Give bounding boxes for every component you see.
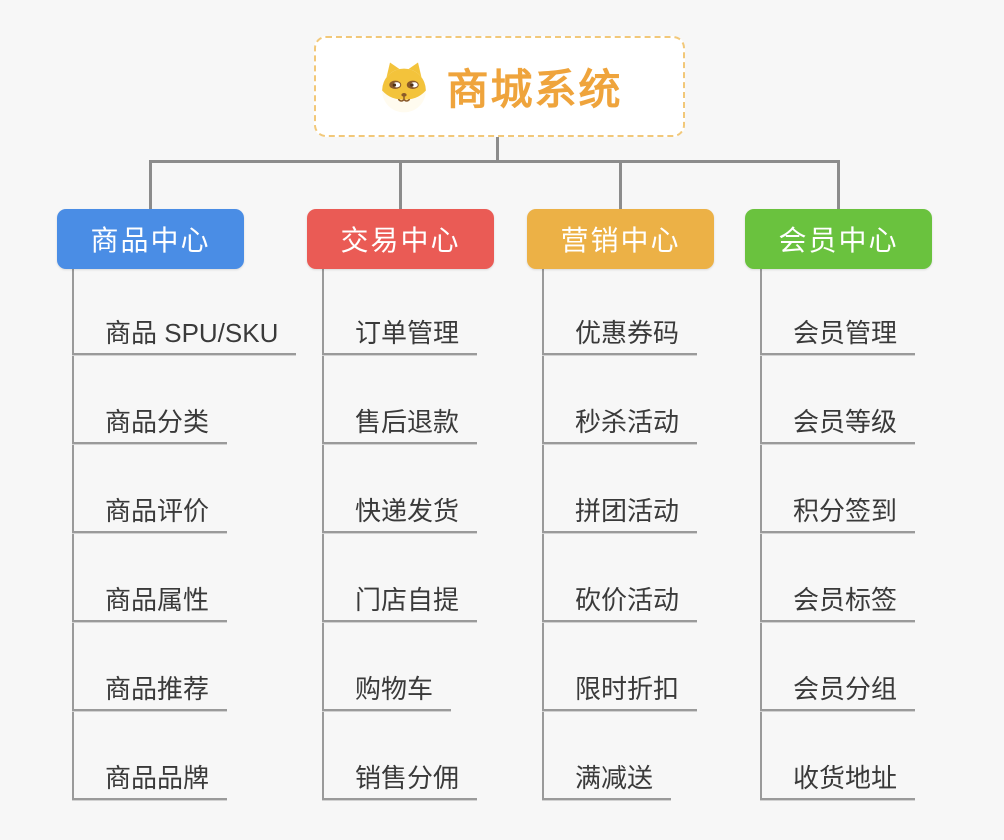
topic-item[interactable]: 商品推荐 <box>72 669 228 711</box>
branch-header-members[interactable]: 会员中心 <box>745 209 932 269</box>
topic-item[interactable]: 商品评价 <box>72 491 228 533</box>
branch-label: 商品中心 <box>90 225 211 256</box>
topic-item[interactable]: 订单管理 <box>322 313 478 355</box>
branch-spine <box>72 269 74 800</box>
topic-item[interactable]: 优惠券码 <box>542 313 698 355</box>
topic-item[interactable]: 销售分佣 <box>322 758 478 800</box>
connector-branch-drop <box>837 160 840 209</box>
branch-label: 会员中心 <box>778 225 899 256</box>
topic-item[interactable]: 售后退款 <box>322 402 478 444</box>
topic-item[interactable]: 砍价活动 <box>542 580 698 622</box>
branch-spine <box>760 269 762 800</box>
topic-item[interactable]: 拼团活动 <box>542 491 698 533</box>
topic-item[interactable]: 商品分类 <box>72 402 228 444</box>
topic-item[interactable]: 满减送 <box>542 758 672 800</box>
root-node[interactable]: 商城系统 <box>314 36 685 137</box>
branch-label: 交易中心 <box>340 225 461 256</box>
topic-item[interactable]: 快递发货 <box>322 491 478 533</box>
topic-item[interactable]: 会员标签 <box>760 580 916 622</box>
topic-item[interactable]: 秒杀活动 <box>542 402 698 444</box>
connector-root-drop <box>496 135 499 161</box>
topic-item[interactable]: 会员等级 <box>760 402 916 444</box>
branch-header-products[interactable]: 商品中心 <box>57 209 244 269</box>
branch-header-marketing[interactable]: 营销中心 <box>527 209 714 269</box>
topic-item[interactable]: 限时折扣 <box>542 669 698 711</box>
branch-spine <box>542 269 544 800</box>
branch-header-trade[interactable]: 交易中心 <box>307 209 494 269</box>
branch-spine <box>322 269 324 800</box>
connector-bus <box>149 160 840 163</box>
connector-branch-drop <box>149 160 152 209</box>
topic-item[interactable]: 收货地址 <box>760 758 916 800</box>
connector-branch-drop <box>619 160 622 209</box>
branch-label: 营销中心 <box>560 225 681 256</box>
topic-item[interactable]: 会员管理 <box>760 313 916 355</box>
root-title: 商城系统 <box>446 66 623 113</box>
topic-item[interactable]: 购物车 <box>322 669 452 711</box>
shiba-dog-icon <box>382 62 427 112</box>
topic-item[interactable]: 积分签到 <box>760 491 916 533</box>
topic-item[interactable]: 会员分组 <box>760 669 916 711</box>
topic-item[interactable]: 商品品牌 <box>72 758 228 800</box>
topic-item[interactable]: 商品 SPU/SKU <box>72 313 297 355</box>
topic-item[interactable]: 门店自提 <box>322 580 478 622</box>
connector-branch-drop <box>399 160 402 209</box>
topic-item[interactable]: 商品属性 <box>72 580 228 622</box>
